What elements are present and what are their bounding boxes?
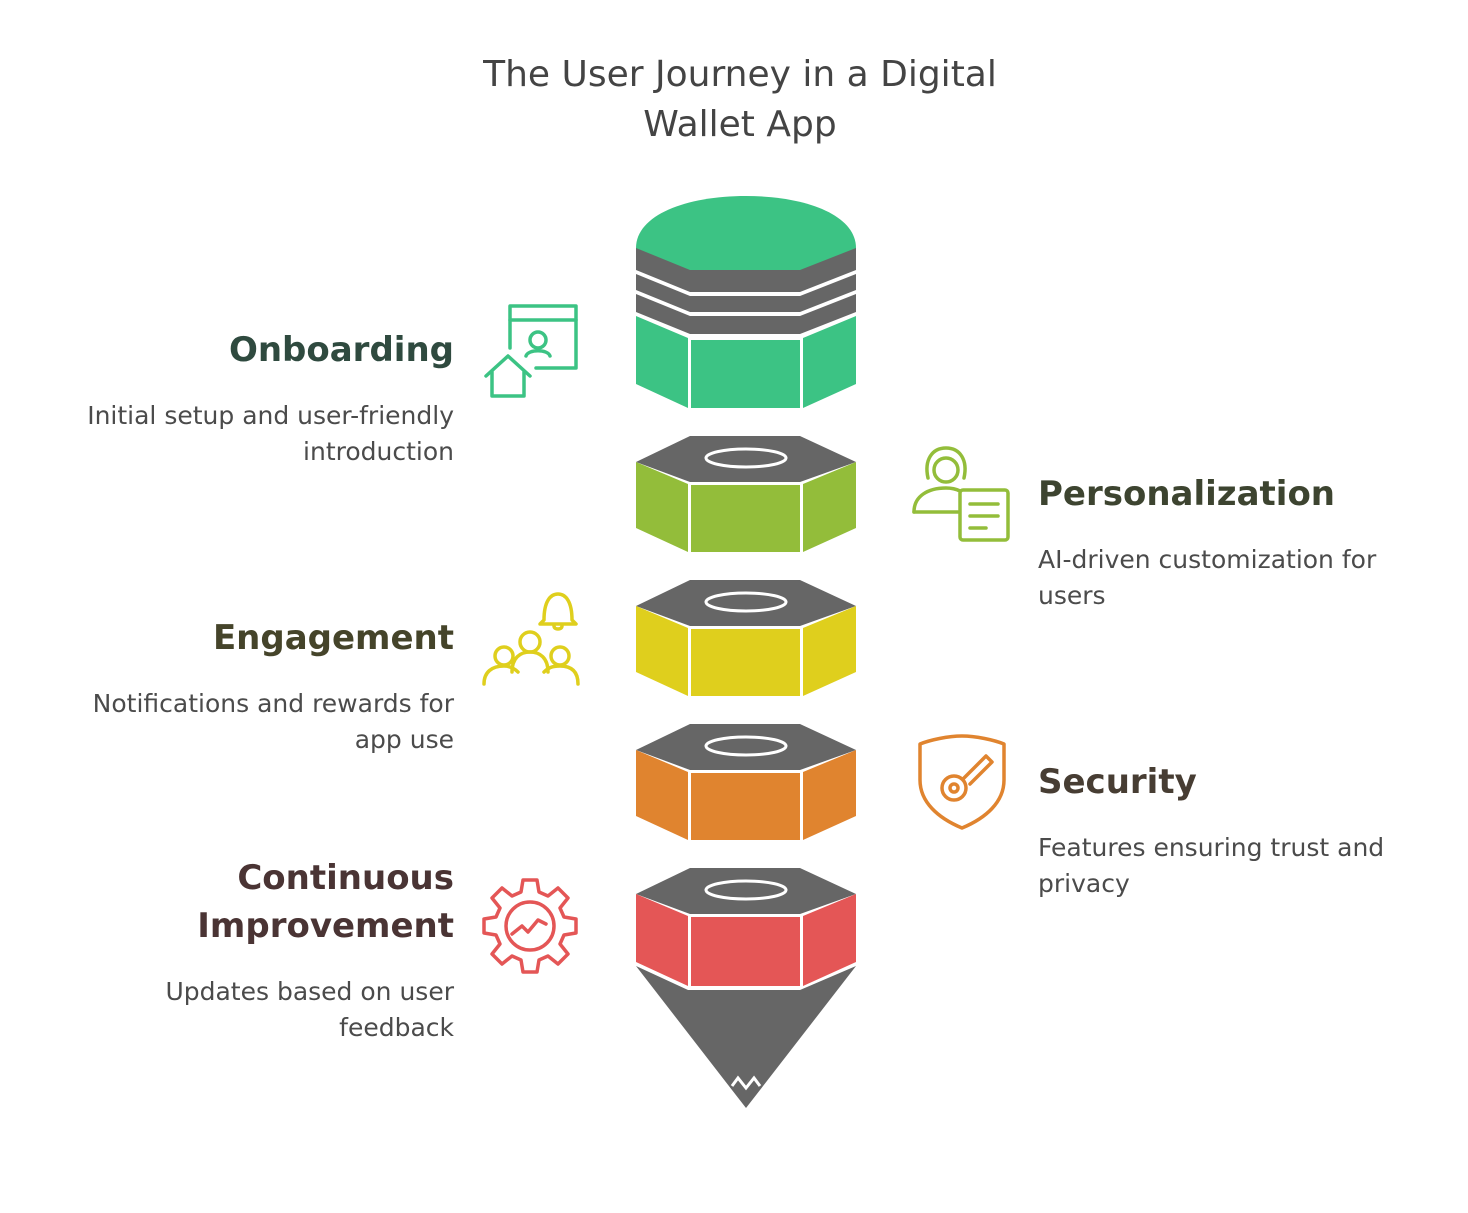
stage-title-onboarding: Onboarding [228,330,454,370]
continuous-improvement-body-left [636,894,688,986]
shield-key-icon [918,734,1006,830]
continuous-improvement-body-center [691,917,800,986]
security-hole [704,735,788,757]
stage-description-engagement: Notifications and rewards for app use [92,689,454,754]
personalization-body-right [803,462,856,552]
stack-segment-onboarding [636,196,856,408]
personalization-hole [704,447,788,469]
people-bell-icon [482,592,580,686]
stage-title-security: Security [1038,762,1197,802]
stage-description-personalization: AI-driven customization for users [1038,545,1377,610]
continuous-improvement-body-right [803,894,856,986]
security-body-right [803,750,856,840]
stack-segment-continuous-improvement [636,868,856,1108]
stage-title-personalization: Personalization [1038,474,1336,514]
user-document-icon [912,446,1010,542]
engagement-hole [704,591,788,613]
onboarding-body-right [803,316,856,408]
pencil-tip-notch [730,1075,762,1091]
engagement-body-center [691,629,800,696]
gear-chart-icon [482,878,578,974]
onboarding-band-3 [636,294,856,334]
security-body-center [691,773,800,840]
page-title: The User Journey in a Digital Wallet App [483,54,997,145]
security-top [636,724,856,770]
onboarding-body-center [691,340,800,408]
engagement-body-right [803,606,856,696]
stage-description-security: Features ensuring trust and privacy [1038,833,1385,898]
stage-description-onboarding: Initial setup and user-friendly introduc… [87,401,454,466]
stage-title-engagement: Engagement [212,618,454,658]
profile-home-icon [484,304,578,398]
onboarding-band-1 [636,248,856,292]
onboarding-cap-dome [636,196,856,270]
stage-title-continuous-improvement: Continuous Improvement [197,858,454,946]
continuous-improvement-top [636,868,856,914]
stack-segment-security [636,724,856,840]
engagement-top [636,580,856,626]
pencil-tip [636,966,856,1108]
stack-segment-engagement [636,580,856,696]
personalization-body-center [691,485,800,552]
continuous-improvement-hole [704,879,788,901]
personalization-body-left [636,462,688,552]
onboarding-body-left [636,316,688,408]
personalization-top [636,436,856,482]
security-body-left [636,750,688,840]
engagement-body-left [636,606,688,696]
stack-segment-personalization [636,436,856,552]
stage-description-continuous-improvement: Updates based on user feedback [165,977,454,1042]
onboarding-band-2 [636,274,856,312]
